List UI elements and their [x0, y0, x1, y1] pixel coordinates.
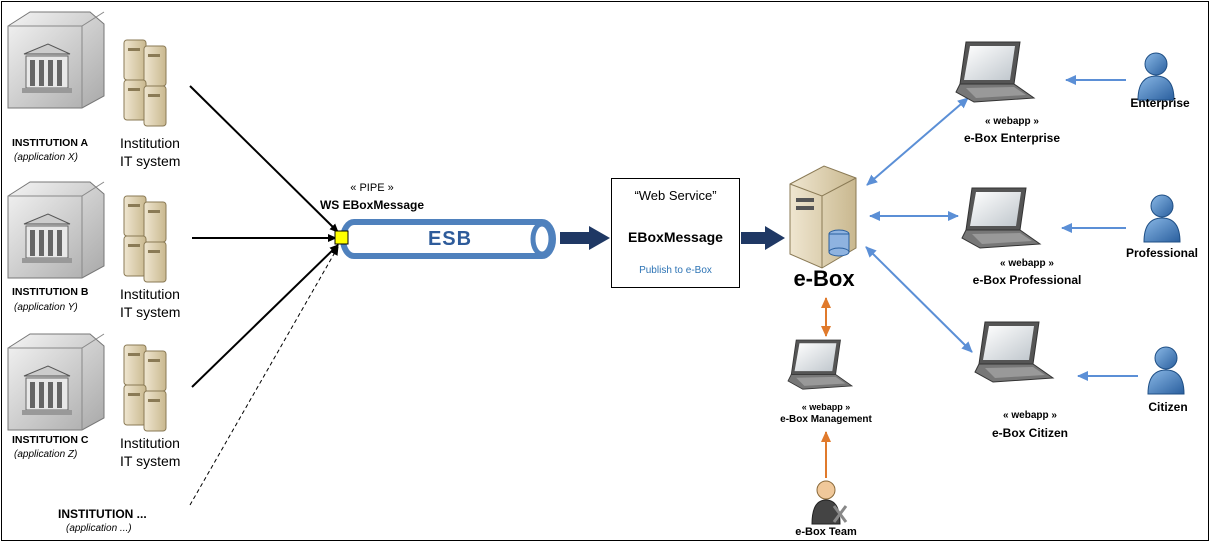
citizen-actor-label: Citizen [1148, 400, 1188, 414]
enterprise-actor-label: Enterprise [1130, 96, 1190, 110]
pipe-name: WS EBoxMessage [319, 198, 425, 212]
institution-a-building-icon [7, 11, 105, 109]
institution-b-application: (application Y) [14, 302, 78, 313]
enterprise-webapp-name: e-Box Enterprise [963, 131, 1061, 145]
citizen-user-icon [1147, 346, 1185, 395]
management-webapp-stereotype: « webapp » [801, 402, 851, 412]
institution-c-it-label: Institution [120, 435, 180, 451]
enterprise-user-icon [1137, 52, 1175, 101]
professional-webapp-name: e-Box Professional [972, 273, 1082, 287]
connector-a [189, 85, 339, 233]
professional-webapp-stereotype: « webapp » [1000, 258, 1054, 269]
web-service-name: EBoxMessage [628, 229, 723, 245]
professional-laptop-icon [961, 187, 1041, 249]
citizen-webapp-name: e-Box Citizen [991, 426, 1069, 440]
institution-b-building-icon [7, 181, 105, 279]
ebox-label: e-Box [793, 266, 855, 291]
web-service-operation: Publish to e-Box [639, 265, 712, 276]
institution-c-building-icon [7, 333, 105, 431]
institution-c-application: (application Z) [14, 449, 78, 460]
connector-c [191, 244, 339, 388]
ebox-server-icon [789, 165, 857, 269]
institution-b-it-label: Institution [120, 286, 180, 302]
institution-a-application: (application X) [14, 152, 78, 163]
web-service-title: “Web Service” [634, 188, 717, 203]
team-user-icon [811, 480, 848, 525]
esb-to-service-arrow [560, 226, 610, 250]
ebox-enterprise-link [866, 97, 969, 186]
esb-label: ESB [427, 228, 473, 250]
management-webapp-name: e-Box Management [780, 414, 872, 425]
team-label: e-Box Team [795, 526, 857, 538]
pipe-stereotype: « PIPE » [350, 182, 394, 194]
enterprise-laptop-icon [955, 41, 1035, 103]
institution-more-name: INSTITUTION ... [58, 507, 147, 521]
institution-b-it-label2: IT system [120, 304, 181, 320]
institution-a-it-label: Institution [120, 135, 180, 151]
institution-c-name: INSTITUTION C [12, 434, 89, 446]
institution-a-server-icon [123, 39, 167, 127]
management-laptop-icon [787, 339, 853, 390]
citizen-laptop-icon [974, 321, 1054, 383]
institution-b-server-icon [123, 195, 167, 283]
institution-a-it-label2: IT system [120, 153, 181, 169]
web-service-box: “Web Service” EBoxMessage Publish to e-B… [611, 178, 740, 288]
institution-a-name: INSTITUTION A [12, 137, 89, 149]
connector-future [189, 246, 339, 506]
professional-user-icon [1143, 194, 1181, 243]
ebox-citizen-link [865, 246, 973, 353]
citizen-webapp-stereotype: « webapp » [1003, 410, 1057, 421]
enterprise-webapp-stereotype: « webapp » [985, 116, 1039, 127]
institution-c-it-label2: IT system [120, 453, 181, 469]
service-to-ebox-arrow [741, 226, 785, 250]
pipe-entry-port [334, 230, 349, 245]
institution-b-name: INSTITUTION B [12, 286, 89, 298]
professional-actor-label: Professional [1125, 246, 1199, 260]
institution-c-server-icon [123, 344, 167, 432]
institution-more-application: (application ...) [66, 523, 132, 534]
